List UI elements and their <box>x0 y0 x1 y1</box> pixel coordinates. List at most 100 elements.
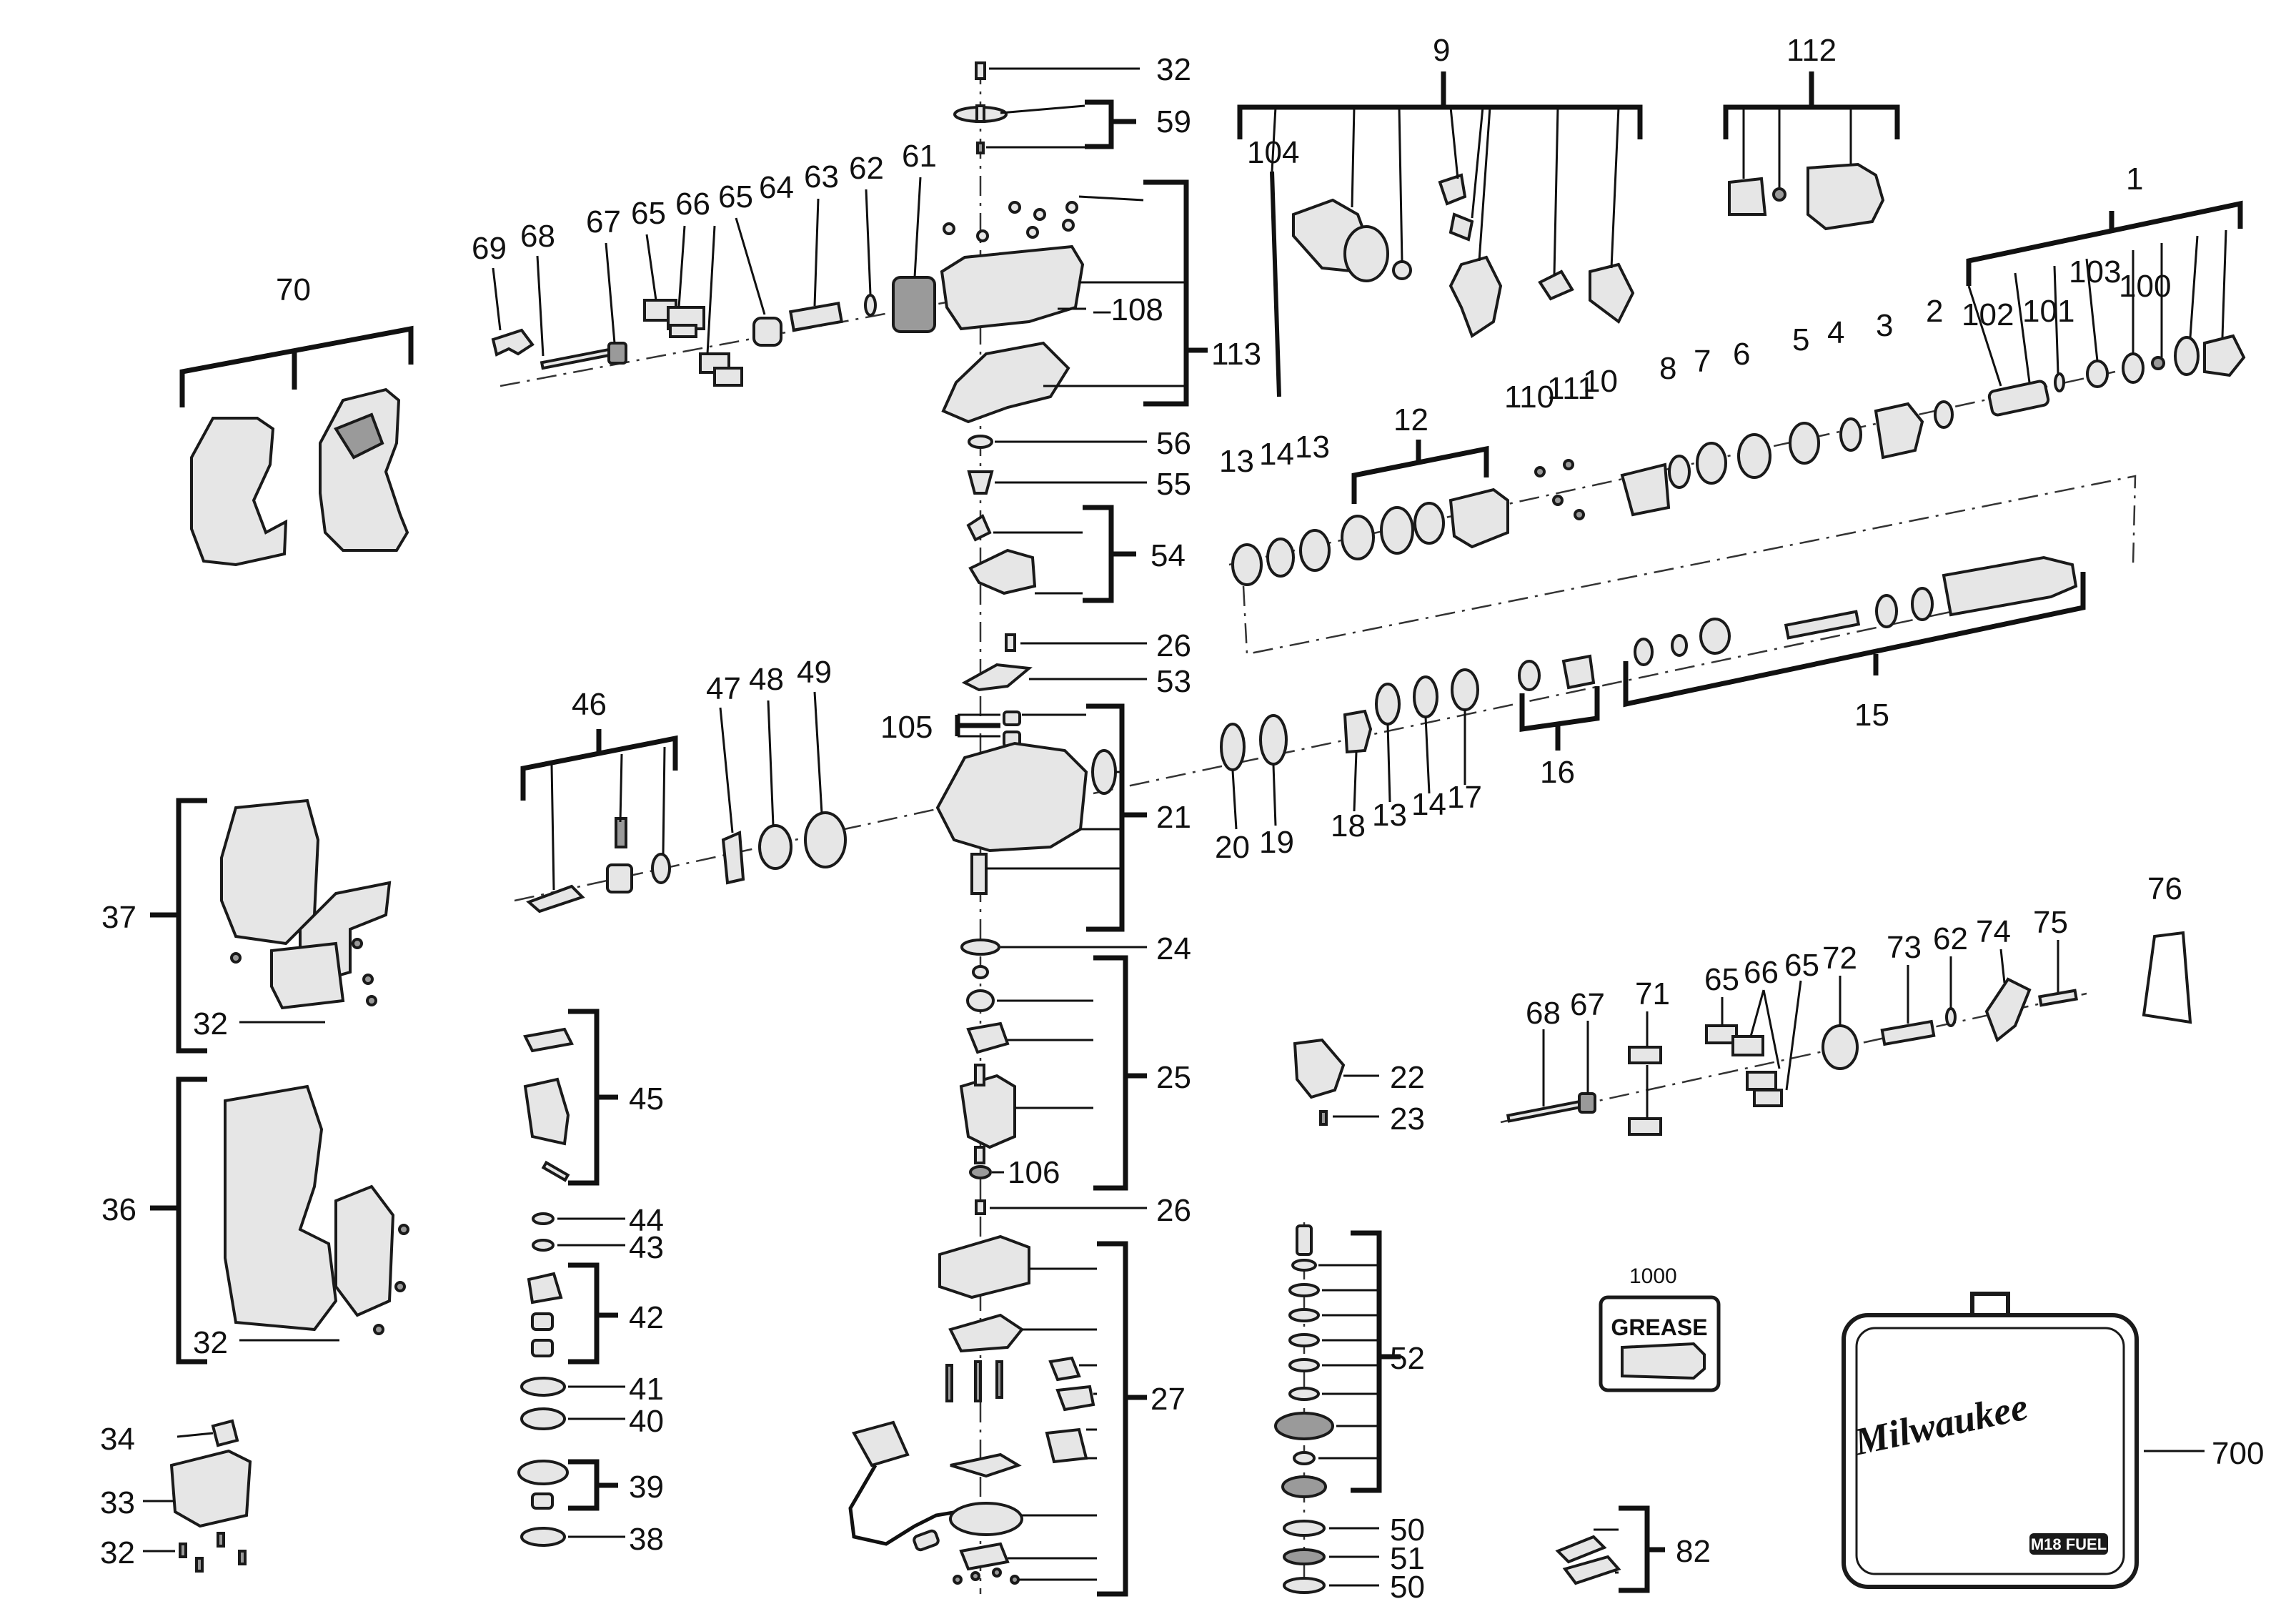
label-12: 12 <box>1393 402 1428 437</box>
grease-text: GREASE <box>1611 1314 1707 1340</box>
part-32-screws <box>179 1532 247 1573</box>
part-33-battery-latch <box>169 1449 252 1528</box>
part-41-spring <box>520 1377 566 1397</box>
part-53-plate <box>961 663 1033 692</box>
label-40: 40 <box>629 1404 664 1439</box>
part-113-gear-housing <box>940 201 1085 424</box>
label-22: 22 <box>1390 1060 1425 1095</box>
part-25-armature <box>959 965 1016 1179</box>
label-26-lower: 26 <box>1156 1193 1191 1228</box>
label-61: 61 <box>902 139 937 174</box>
label-105: 105 <box>880 710 933 745</box>
part-45-switch-parts <box>523 1027 574 1182</box>
label-43: 43 <box>629 1230 664 1265</box>
part-49-bearing <box>804 811 847 868</box>
part-700-carry-case: Milwaukee M18 FUEL <box>1842 1292 2139 1589</box>
label-82: 82 <box>1676 1534 1711 1569</box>
label-65-top-b: 65 <box>718 179 753 214</box>
label-112: 112 <box>1786 33 1837 68</box>
label-100: 100 <box>2119 269 2171 304</box>
part-26-screw-lower <box>975 1199 986 1215</box>
label-21: 21 <box>1156 800 1191 835</box>
grease-tube-box: GREASE <box>1599 1295 1721 1392</box>
part-row-lower <box>1220 555 2078 771</box>
label-65-right-a: 65 <box>1704 962 1739 997</box>
label-111: 111 <box>1547 371 1595 406</box>
label-73: 73 <box>1887 930 1922 965</box>
dashed-link-frame <box>1242 475 2137 655</box>
label-20: 20 <box>1215 830 1250 865</box>
part-67 <box>607 342 627 365</box>
label-14-upper: 14 <box>1259 437 1294 472</box>
label-53: 53 <box>1156 664 1191 699</box>
label-110: 110 <box>1504 380 1554 415</box>
part-43-washer <box>532 1239 555 1252</box>
label-13-upper-b: 13 <box>1295 430 1330 465</box>
part-61-seal <box>892 276 936 333</box>
label-700: 700 <box>2212 1436 2264 1471</box>
part-group-59 <box>953 61 1008 154</box>
label-102: 102 <box>1962 297 2014 332</box>
label-68-top: 68 <box>520 219 555 254</box>
label-24: 24 <box>1156 931 1191 966</box>
label-33: 33 <box>100 1485 135 1520</box>
label-47: 47 <box>706 671 741 706</box>
label-62-right: 62 <box>1933 921 1968 956</box>
label-108: –108 <box>1093 292 1163 327</box>
part-23-screw <box>1319 1110 1328 1126</box>
part-22-cover <box>1293 1038 1346 1099</box>
label-63: 63 <box>804 159 839 194</box>
label-37: 37 <box>101 900 136 935</box>
label-6: 6 <box>1733 337 1750 372</box>
label-17: 17 <box>1447 780 1482 815</box>
part-36-housing-lower <box>224 1084 409 1335</box>
label-18: 18 <box>1331 808 1366 843</box>
part-54 <box>966 514 1037 595</box>
label-70: 70 <box>276 272 311 307</box>
label-106: 106 <box>1008 1155 1060 1190</box>
part-42-clutch <box>527 1272 563 1357</box>
label-26-upper: 26 <box>1156 628 1191 663</box>
label-32-top: 32 <box>1156 52 1191 87</box>
label-25: 25 <box>1156 1060 1191 1095</box>
label-23: 23 <box>1390 1101 1425 1137</box>
label-39: 39 <box>629 1470 664 1505</box>
part-63-rod <box>788 301 844 332</box>
part-69-lever <box>491 328 535 357</box>
label-44: 44 <box>629 1203 664 1238</box>
label-55: 55 <box>1156 467 1191 502</box>
label-36: 36 <box>101 1192 136 1227</box>
part-50-51-washers <box>1283 1520 1326 1594</box>
part-27-motor-electronics <box>848 1234 1095 1585</box>
part-47-cam <box>721 831 745 885</box>
part-24-ring <box>960 939 1000 956</box>
label-42: 42 <box>629 1300 664 1335</box>
part-52-gear-stack <box>1274 1224 1334 1498</box>
label-52: 52 <box>1390 1341 1425 1376</box>
part-40-gear <box>520 1407 566 1430</box>
label-54: 54 <box>1151 538 1186 573</box>
label-1000: 1000 <box>1629 1264 1677 1288</box>
label-15: 15 <box>1854 698 1889 733</box>
label-7: 7 <box>1694 344 1711 379</box>
part-48-gear <box>758 824 792 870</box>
right-lower-axis <box>1093 585 2073 795</box>
part-82-clips <box>1555 1535 1621 1585</box>
label-13-lower: 13 <box>1372 798 1407 833</box>
label-65-right-b: 65 <box>1784 948 1819 983</box>
label-10: 10 <box>1583 364 1618 399</box>
label-67-top: 67 <box>586 204 621 239</box>
label-41: 41 <box>629 1372 664 1407</box>
top-horizontal-axis <box>500 299 958 387</box>
label-48: 48 <box>749 662 784 697</box>
label-62-top: 62 <box>849 151 884 186</box>
label-38: 38 <box>629 1522 664 1557</box>
part-1-tool-holder <box>1987 334 2246 417</box>
label-32-bottom: 32 <box>100 1535 135 1570</box>
label-50-a: 50 <box>1390 1512 1425 1548</box>
label-64: 64 <box>759 170 794 205</box>
label-51: 51 <box>1390 1541 1425 1576</box>
part-26-screw-upper <box>1005 633 1016 652</box>
label-74: 74 <box>1976 914 2011 949</box>
label-27: 27 <box>1151 1382 1186 1417</box>
